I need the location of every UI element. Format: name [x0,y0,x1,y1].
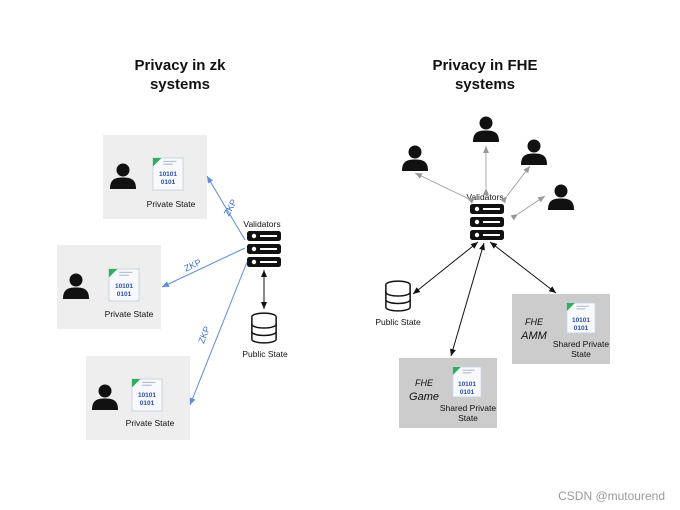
zk-arrow-to-box-3 [189,261,248,406]
fhe-amm-tag-top: FHE [525,317,544,327]
zkp-label-1: ZKP [222,198,239,218]
fhe-user-arrow-4 [510,195,546,221]
fhe-game-label-line2: State [458,413,478,423]
zk-validators-label: Validators [243,219,280,229]
fhe-public-state-label: Public State [375,317,421,327]
zk-arrow-to-box-1 [206,175,246,241]
zk-arrow-to-box-2 [161,247,246,288]
zk-public-state-label: Public State [242,349,288,359]
zk-private-state-box-2: 10101 0101 Private State [57,245,161,329]
doc-code-line1: 10101 [115,283,133,290]
fhe-validators-server-icon [470,204,504,240]
zk-title-line1: Privacy in zk [135,57,227,74]
zk-public-state-database-icon [251,312,277,344]
fhe-title-line1: Privacy in FHE [432,57,537,74]
fhe-game-tag-top: FHE [415,378,434,388]
fhe-amm-label-line1: Shared Private [553,339,609,349]
zk-private-state-box-3: 10101 0101 Private State [86,356,190,440]
fhe-game-tag-bottom: Game [409,391,439,403]
doc-code-line2: 0101 [574,325,589,332]
fhe-public-state-database-icon [385,280,411,312]
fhe-amm-box: FHE AMM 10101 0101 Shared Private State [512,294,610,364]
fhe-amm-tag-bottom: AMM [520,330,548,342]
zk-private-state-box-1: 10101 0101 Private State [103,135,207,219]
private-state-label: Private State [147,199,196,209]
fhe-title-line2: systems [455,76,515,93]
doc-code-line1: 10101 [572,317,590,324]
private-state-label: Private State [126,418,175,428]
doc-code-line2: 0101 [140,400,155,407]
doc-code-line1: 10101 [138,392,156,399]
private-state-label: Private State [105,309,154,319]
fhe-user-icon-3 [521,139,547,165]
fhe-user-icon-2 [473,116,499,142]
doc-code-line2: 0101 [161,179,176,186]
fhe-arrow-to-game [450,242,485,357]
zk-validators-server-icon [247,231,281,267]
fhe-user-icon-1 [402,145,428,171]
zkp-label-2: ZKP [183,257,203,273]
fhe-validators-label: Validators [466,192,503,202]
doc-code-line1: 10101 [458,381,476,388]
fhe-user-arrow-1 [414,172,475,204]
doc-code-line1: 10101 [159,171,177,178]
doc-code-line2: 0101 [117,291,132,298]
watermark-text: CSDN @mutourend [558,489,665,503]
doc-code-line2: 0101 [460,389,475,396]
zk-title-line2: systems [150,76,210,93]
fhe-game-label-line1: Shared Private [440,403,496,413]
fhe-user-arrow-3 [500,165,531,204]
zkp-label-3: ZKP [196,325,212,345]
fhe-amm-label-line2: State [571,349,591,359]
fhe-arrow-to-public-state [412,241,479,295]
fhe-user-icon-4 [548,184,574,210]
fhe-game-box: FHE Game 10101 0101 Shared Private State [399,358,497,428]
fhe-arrow-to-amm [489,241,557,294]
